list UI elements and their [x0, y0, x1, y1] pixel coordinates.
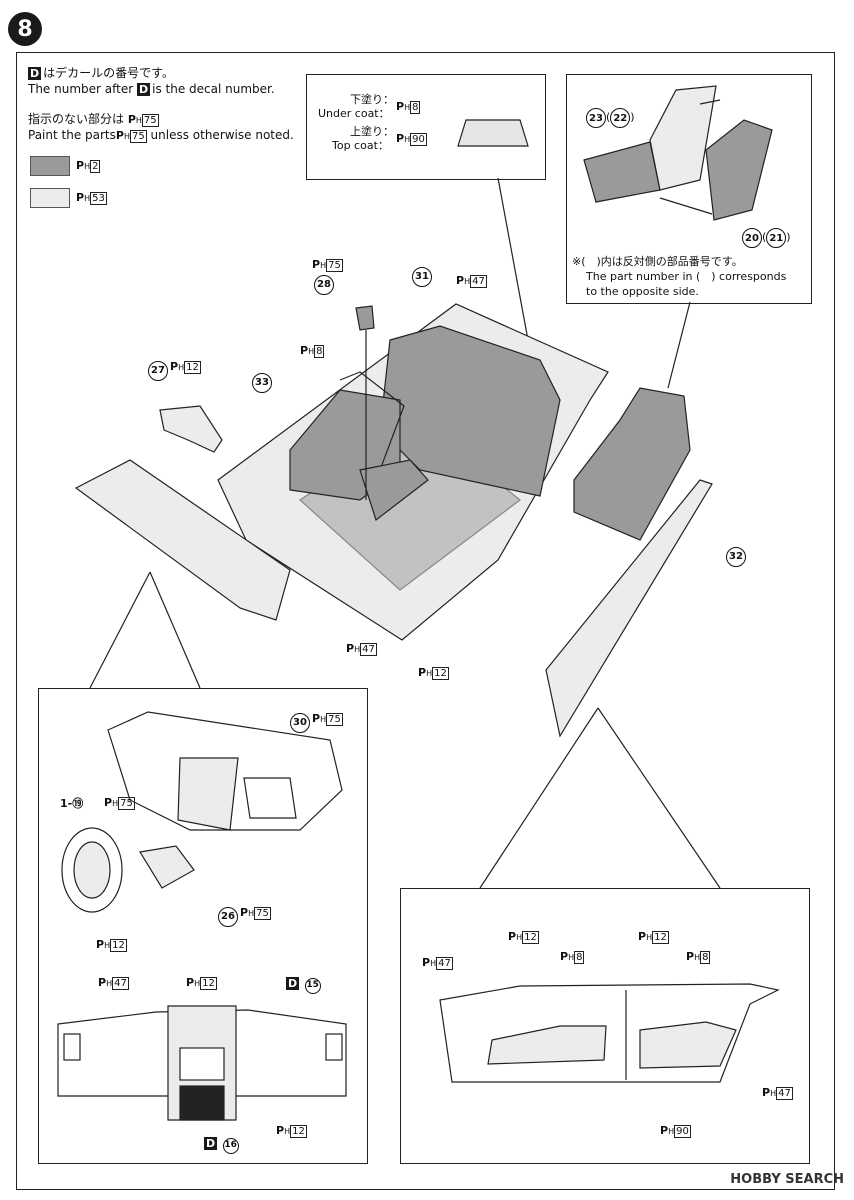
top-coat-en: Top coat： — [332, 139, 389, 152]
seat-part-b-label: 20(21) — [742, 228, 791, 248]
part-27-label: 27 — [148, 358, 168, 381]
step-number-badge: 8 — [8, 12, 42, 46]
part-30-label: 30 — [290, 710, 310, 733]
decal-15-label: D 15 — [286, 976, 321, 994]
hobby-search-watermark: HOBBY SEARCH — [730, 1172, 844, 1187]
part-28-label: 28 — [314, 272, 334, 295]
part-26-label: 26 — [218, 904, 238, 927]
part-19-label: 1-⑲ — [60, 797, 84, 810]
seat-note-ja: ※( )内は反対側の部品番号です。 — [572, 255, 743, 268]
instruction-frame — [16, 52, 835, 1190]
under-coat-ja: 下塗り： — [350, 93, 394, 106]
part-32-label: 32 — [726, 544, 746, 567]
part-31-label: 31 — [412, 264, 432, 287]
seat-part-a-label: 23(22) — [586, 108, 635, 128]
paint-swatch-dark — [30, 156, 70, 176]
seat-note-en-2: to the opposite side. — [586, 285, 699, 298]
decal-16-label: D 16 — [204, 1136, 239, 1154]
seat-note-en-1: The part number in ( ) corresponds — [586, 270, 787, 283]
under-coat-en: Under coat： — [318, 107, 390, 120]
top-coat-ja: 上塗り： — [350, 125, 394, 138]
part-33-label: 33 — [252, 370, 272, 393]
paint-swatch-light — [30, 188, 70, 208]
